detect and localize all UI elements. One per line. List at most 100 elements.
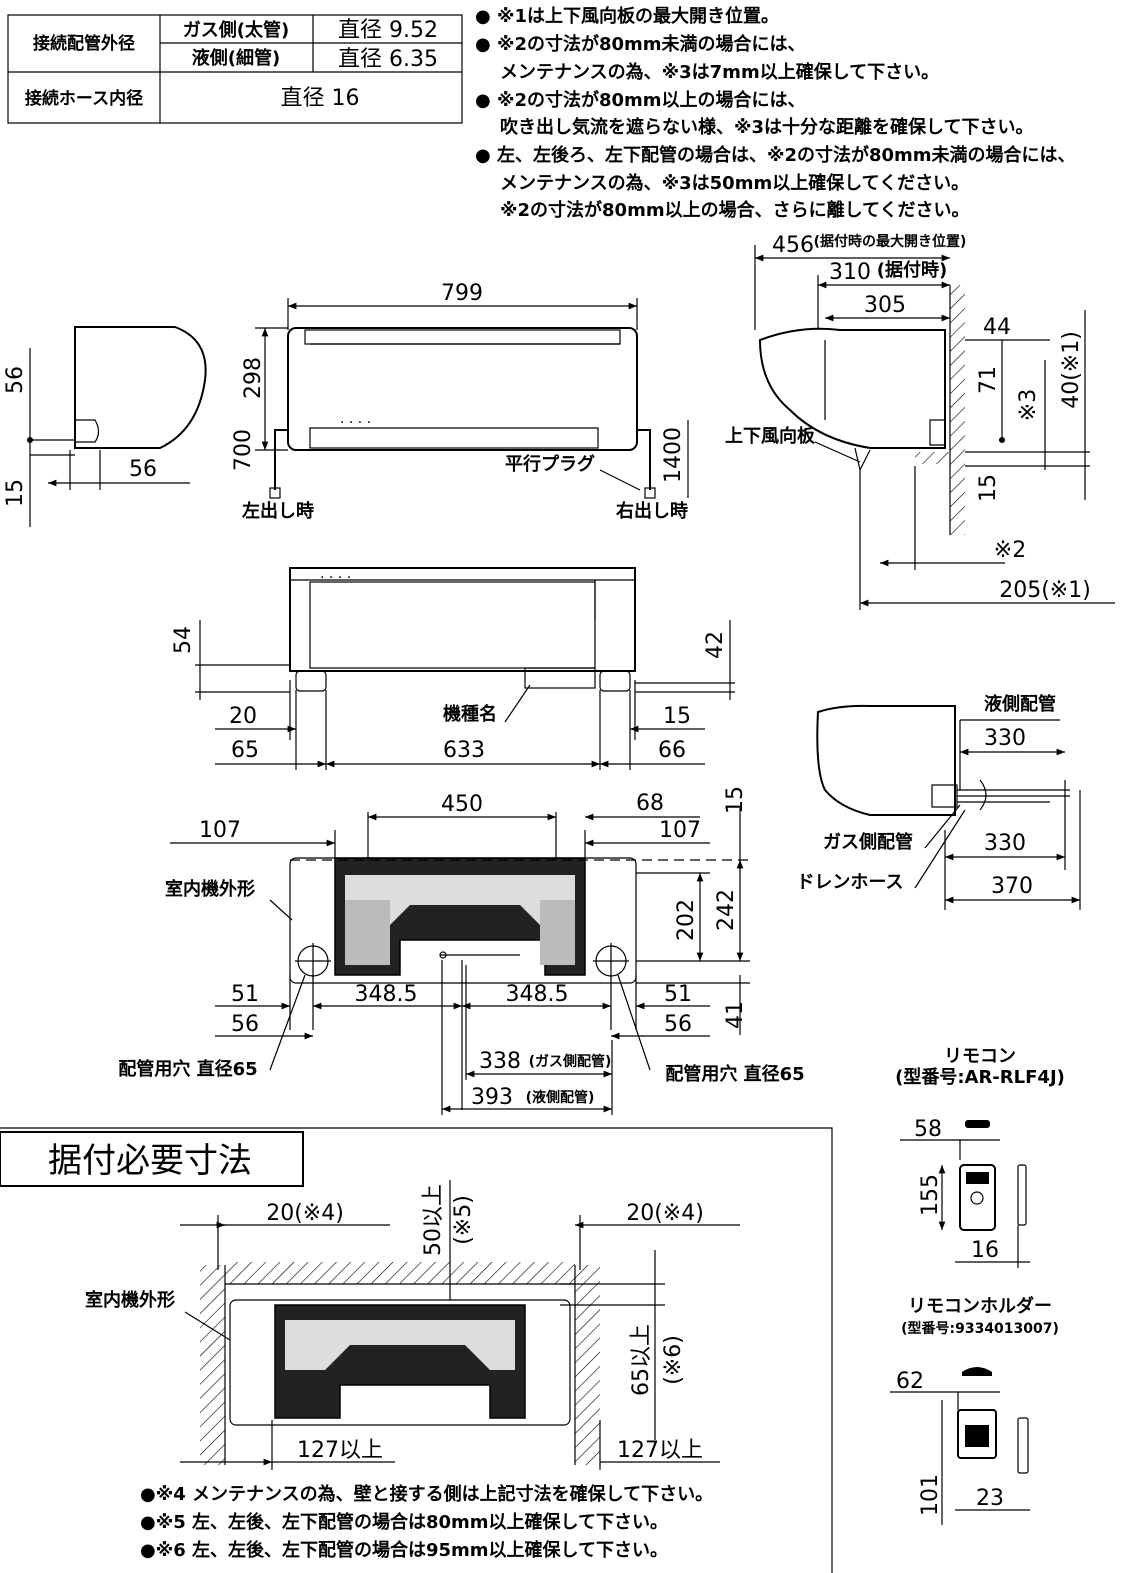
mounting-plate-view: 450 68 15 107 107 室内機外形 202 242 41 51 34… bbox=[118, 786, 805, 1115]
holder-dim-62: 62 bbox=[896, 1369, 924, 1394]
note-line: ● ※1は上下風向板の最大開き位置。 bbox=[475, 5, 779, 27]
dim-107b: 107 bbox=[659, 818, 701, 843]
note-line: ※2の寸法が80mm以上の場合、さらに離してください。 bbox=[500, 199, 970, 221]
dim-348-5a: 348.5 bbox=[355, 982, 418, 1007]
note-line: ● ※2の寸法が80mm以上の場合には、 bbox=[475, 89, 806, 111]
hole-left-label: 配管用穴 直径65 bbox=[118, 1058, 257, 1080]
note-line: ● 左、左後ろ、左下配管の場合は、※2の寸法が80mm未満の場合には、 bbox=[475, 144, 1076, 166]
note-line: メンテナンスの為、※3は7mm以上確保して下さい。 bbox=[500, 61, 939, 83]
dim-68: 68 bbox=[636, 791, 664, 816]
liquid-side-label: 液側(細管) bbox=[192, 47, 280, 69]
liquid-pipe-label: 液側配管 bbox=[984, 693, 1056, 715]
install-note: ●※6 左、左後、左下配管の場合は95mm以上確保して下さい。 bbox=[140, 1539, 668, 1561]
top-notes: ● ※1は上下風向板の最大開き位置。 ● ※2の寸法が80mm未満の場合には、 … bbox=[475, 5, 1076, 221]
right-side-view: 456 (据付時の最大開き位置) 310 (据付時) 305 44 71 ※3 … bbox=[725, 233, 1115, 610]
dim-star3: ※3 bbox=[1016, 389, 1041, 421]
gas-dia-value: 直径 9.52 bbox=[338, 18, 438, 43]
dim-20: 20 bbox=[229, 704, 257, 729]
install-note: ●※4 メンテナンスの為、壁と接する側は上記寸法を確保して下さい。 bbox=[140, 1483, 713, 1505]
dim-348-5b: 348.5 bbox=[506, 982, 569, 1007]
svg-text:· · · ·: · · · · bbox=[340, 415, 371, 431]
install-dim-65-note: (※6) bbox=[661, 1335, 686, 1385]
holder-title: リモコンホルダー bbox=[908, 1295, 1052, 1317]
dim-65: 65 bbox=[231, 738, 259, 763]
dim-310-note: (据付時) bbox=[877, 259, 947, 281]
install-dim-20a: 20(※4) bbox=[266, 1201, 344, 1226]
outline-label: 室内機外形 bbox=[165, 878, 255, 900]
remote-dim-58: 58 bbox=[914, 1117, 942, 1142]
dim-393-note: (液側配管) bbox=[526, 1089, 595, 1106]
pipe-outer-dia-label: 接続配管外径 bbox=[33, 33, 135, 54]
front-view: 799 · · · · 298 700 1400 平行プラグ 左出し時 右出し時 bbox=[231, 281, 689, 522]
dim-15-mount: 15 bbox=[723, 786, 748, 814]
drain-hose-label: ドレンホース bbox=[796, 872, 903, 893]
installation-requirements: 据付必要寸法 20(※4) 20(※4) 50以上 (※5) 室内機外形 65以… bbox=[0, 1127, 833, 1573]
install-dim-20b: 20(※4) bbox=[626, 1201, 704, 1226]
dim-205: 205(※1) bbox=[999, 578, 1091, 603]
gas-side-label: ガス側(太管) bbox=[183, 19, 289, 41]
dim-54: 54 bbox=[171, 626, 196, 654]
left-out-label: 左出し時 bbox=[242, 500, 314, 522]
dim-15-right: 15 bbox=[976, 474, 1001, 502]
install-dim-127a: 127以上 bbox=[297, 1438, 383, 1463]
vane-label: 上下風向板 bbox=[725, 425, 816, 447]
piping-side-view: 液側配管 330 ガス側配管 330 ドレンホース 370 bbox=[796, 693, 1081, 910]
dim-15-bottom: 15 bbox=[663, 704, 691, 729]
install-dim-65: 65以上 bbox=[629, 1324, 654, 1396]
dim-450: 450 bbox=[441, 792, 483, 817]
dim-56b: 56 bbox=[664, 1012, 692, 1037]
dim-456-note: (据付時の最大開き位置) bbox=[814, 233, 967, 250]
note-line: ● ※2の寸法が80mm未満の場合には、 bbox=[475, 33, 806, 55]
dim-330b: 330 bbox=[984, 831, 1026, 856]
install-dim-50-note: (※5) bbox=[451, 1195, 476, 1245]
dim-42: 42 bbox=[703, 631, 728, 659]
dim-star2: ※2 bbox=[994, 538, 1026, 563]
model-label: 機種名 bbox=[443, 703, 497, 725]
install-outline-label: 室内機外形 bbox=[85, 1289, 175, 1311]
holder-model: (型番号:9334013007) bbox=[901, 1320, 1059, 1337]
dim-40: 40(※1) bbox=[1059, 331, 1084, 409]
install-note: ●※5 左、左後、左下配管の場合は80mm以上確保して下さい。 bbox=[140, 1511, 668, 1533]
right-plug-1400: 1400 bbox=[661, 427, 686, 483]
dim-338: 338 bbox=[479, 1049, 521, 1074]
plug-label: 平行プラグ bbox=[505, 453, 595, 475]
dim-330a: 330 bbox=[984, 726, 1026, 751]
dim-305: 305 bbox=[864, 293, 906, 318]
remote-title: リモコン bbox=[944, 1046, 1016, 1067]
dim-51b: 51 bbox=[664, 982, 692, 1007]
left-plug-700: 700 bbox=[231, 429, 256, 471]
holder-dim-101: 101 bbox=[918, 1474, 943, 1516]
dim-633: 633 bbox=[443, 738, 485, 763]
install-dim-50: 50以上 bbox=[421, 1184, 446, 1256]
dim-202: 202 bbox=[674, 899, 699, 941]
left-dim-15: 15 bbox=[3, 479, 28, 507]
hose-inner-dia-label: 接続ホース内径 bbox=[25, 88, 143, 109]
note-line: メンテナンスの為、※3は50mm以上確保してください。 bbox=[500, 172, 969, 194]
svg-text:· · · ·: · · · · bbox=[320, 570, 351, 586]
left-dim-56b: 56 bbox=[129, 457, 157, 482]
install-title: 据付必要寸法 bbox=[48, 1141, 252, 1181]
pipe-size-table: 接続配管外径 ガス側(太管) 直径 9.52 液側(細管) 直径 6.35 接続… bbox=[7, 14, 463, 124]
dim-51a: 51 bbox=[231, 982, 259, 1007]
right-out-label: 右出し時 bbox=[616, 500, 688, 522]
remote-model: (型番号:AR-RLF4J) bbox=[895, 1066, 1065, 1088]
holder-dim-23: 23 bbox=[976, 1486, 1004, 1511]
hose-dia-value: 直径 16 bbox=[281, 86, 360, 111]
remote-holder: リモコンホルダー (型番号:9334013007) 62 101 23 bbox=[890, 1295, 1059, 1525]
dim-107a: 107 bbox=[199, 818, 241, 843]
dim-66: 66 bbox=[658, 738, 686, 763]
bottom-view: · · · · 54 42 機種名 20 65 633 15 66 bbox=[171, 567, 735, 770]
front-width-799: 799 bbox=[441, 281, 483, 306]
front-height-298: 298 bbox=[241, 357, 266, 399]
dim-71: 71 bbox=[976, 366, 1001, 394]
remote-control: リモコン (型番号:AR-RLF4J) 58 155 16 bbox=[895, 1046, 1065, 1268]
dim-370: 370 bbox=[991, 874, 1033, 899]
left-dim-56: 56 bbox=[3, 366, 28, 394]
dim-310: 310 bbox=[829, 260, 871, 285]
gas-pipe-label: ガス側配管 bbox=[823, 831, 913, 853]
hole-right-label: 配管用穴 直径65 bbox=[665, 1063, 804, 1085]
remote-dim-16: 16 bbox=[971, 1238, 999, 1263]
dim-393: 393 bbox=[471, 1085, 513, 1110]
liquid-dia-value: 直径 6.35 bbox=[338, 47, 438, 72]
